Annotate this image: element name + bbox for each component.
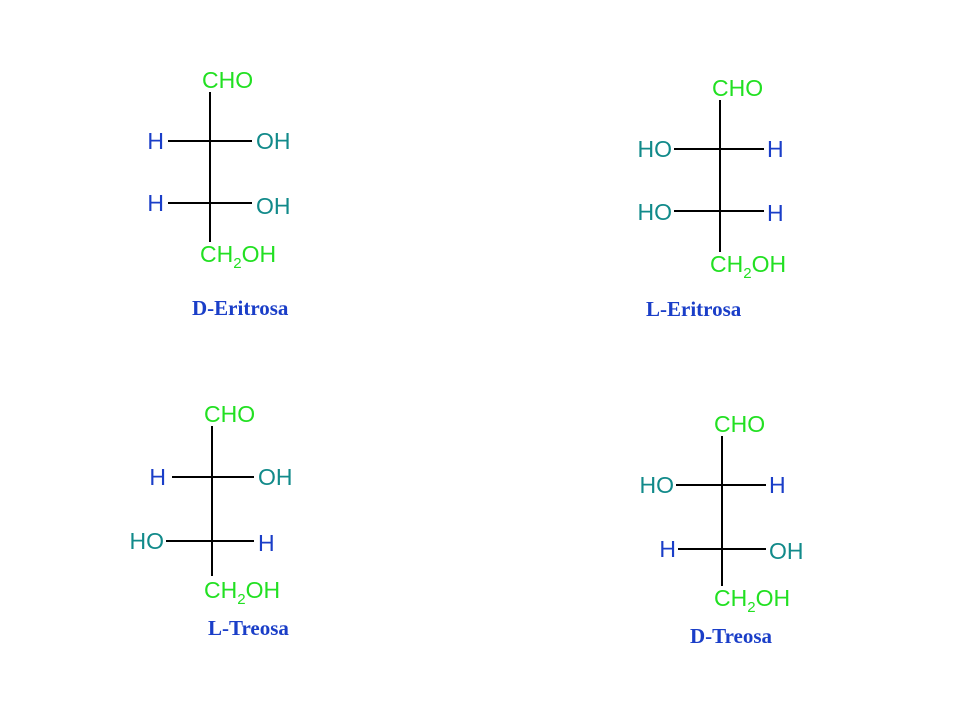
fischer-projection-l-treosa: CHO H OH HO H CH2OH L-Treosa	[122, 398, 422, 658]
bottom-group: CH2OH	[710, 251, 787, 282]
backbone-bond	[721, 436, 723, 586]
row2-right-group: OH	[769, 538, 804, 564]
top-group: CHO	[714, 411, 766, 437]
row1-left-group: H	[147, 128, 164, 154]
row1-left-group: H	[149, 464, 166, 490]
bond-row1	[168, 140, 252, 142]
row1-right-group: OH	[256, 128, 291, 154]
row2-left-group: HO	[637, 199, 673, 225]
molecule-name: L-Eritrosa	[646, 297, 742, 321]
bottom-group: CH2OH	[200, 241, 277, 272]
row1-right-group: H	[769, 472, 786, 498]
bond-row2	[166, 540, 254, 542]
bond-row2	[674, 210, 764, 212]
backbone-bond	[719, 100, 721, 252]
row2-right-group: H	[767, 200, 784, 226]
bottom-group: CH2OH	[714, 585, 791, 616]
row1-left-group: HO	[639, 472, 675, 498]
top-group: CHO	[712, 75, 764, 101]
bond-row1	[674, 148, 764, 150]
row1-left-group: HO	[637, 136, 673, 162]
bond-row2	[168, 202, 252, 204]
row2-left-group: H	[659, 536, 676, 562]
backbone-bond	[209, 92, 211, 242]
row2-left-group: HO	[129, 528, 165, 554]
fischer-projection-d-eritrosa: CHO H OH H OH CH2OH D-Eritrosa	[120, 62, 420, 322]
bond-row1	[172, 476, 254, 478]
row1-right-group: H	[767, 136, 784, 162]
bond-row1	[676, 484, 766, 486]
molecule-name: L-Treosa	[208, 616, 289, 640]
row2-left-group: H	[147, 190, 164, 216]
fischer-projection-l-eritrosa: CHO HO H HO H CH2OH L-Eritrosa	[630, 72, 930, 332]
fischer-projection-d-treosa: CHO HO H H OH CH2OH D-Treosa	[630, 408, 930, 668]
row2-right-group: OH	[256, 193, 291, 219]
molecule-name: D-Treosa	[690, 624, 773, 648]
top-group: CHO	[202, 67, 254, 93]
row1-right-group: OH	[258, 464, 293, 490]
bond-row2	[678, 548, 766, 550]
bottom-group: CH2OH	[204, 577, 281, 608]
backbone-bond	[211, 426, 213, 576]
row2-right-group: H	[258, 530, 275, 556]
top-group: CHO	[204, 401, 256, 427]
molecule-name: D-Eritrosa	[192, 296, 289, 320]
